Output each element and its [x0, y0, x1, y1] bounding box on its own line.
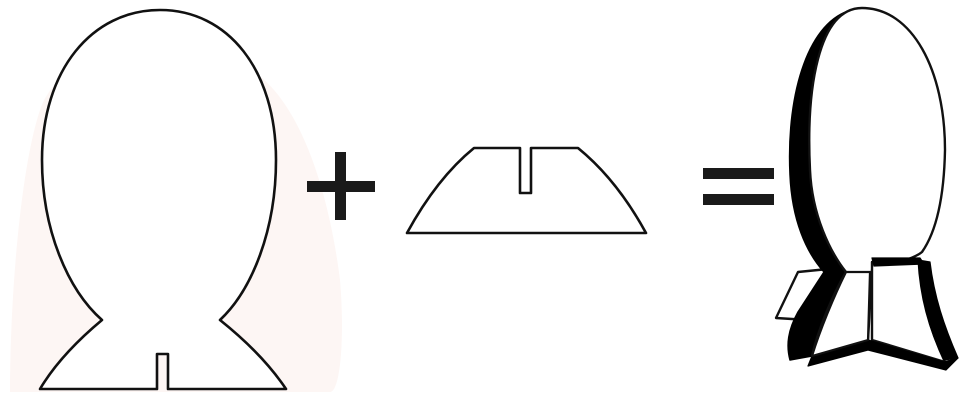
base-piece [407, 148, 646, 233]
assembled-figure [776, 8, 958, 370]
base-piece-outline [407, 148, 646, 233]
equals-operator [703, 168, 774, 205]
front-fin-top-thickness [872, 258, 924, 266]
